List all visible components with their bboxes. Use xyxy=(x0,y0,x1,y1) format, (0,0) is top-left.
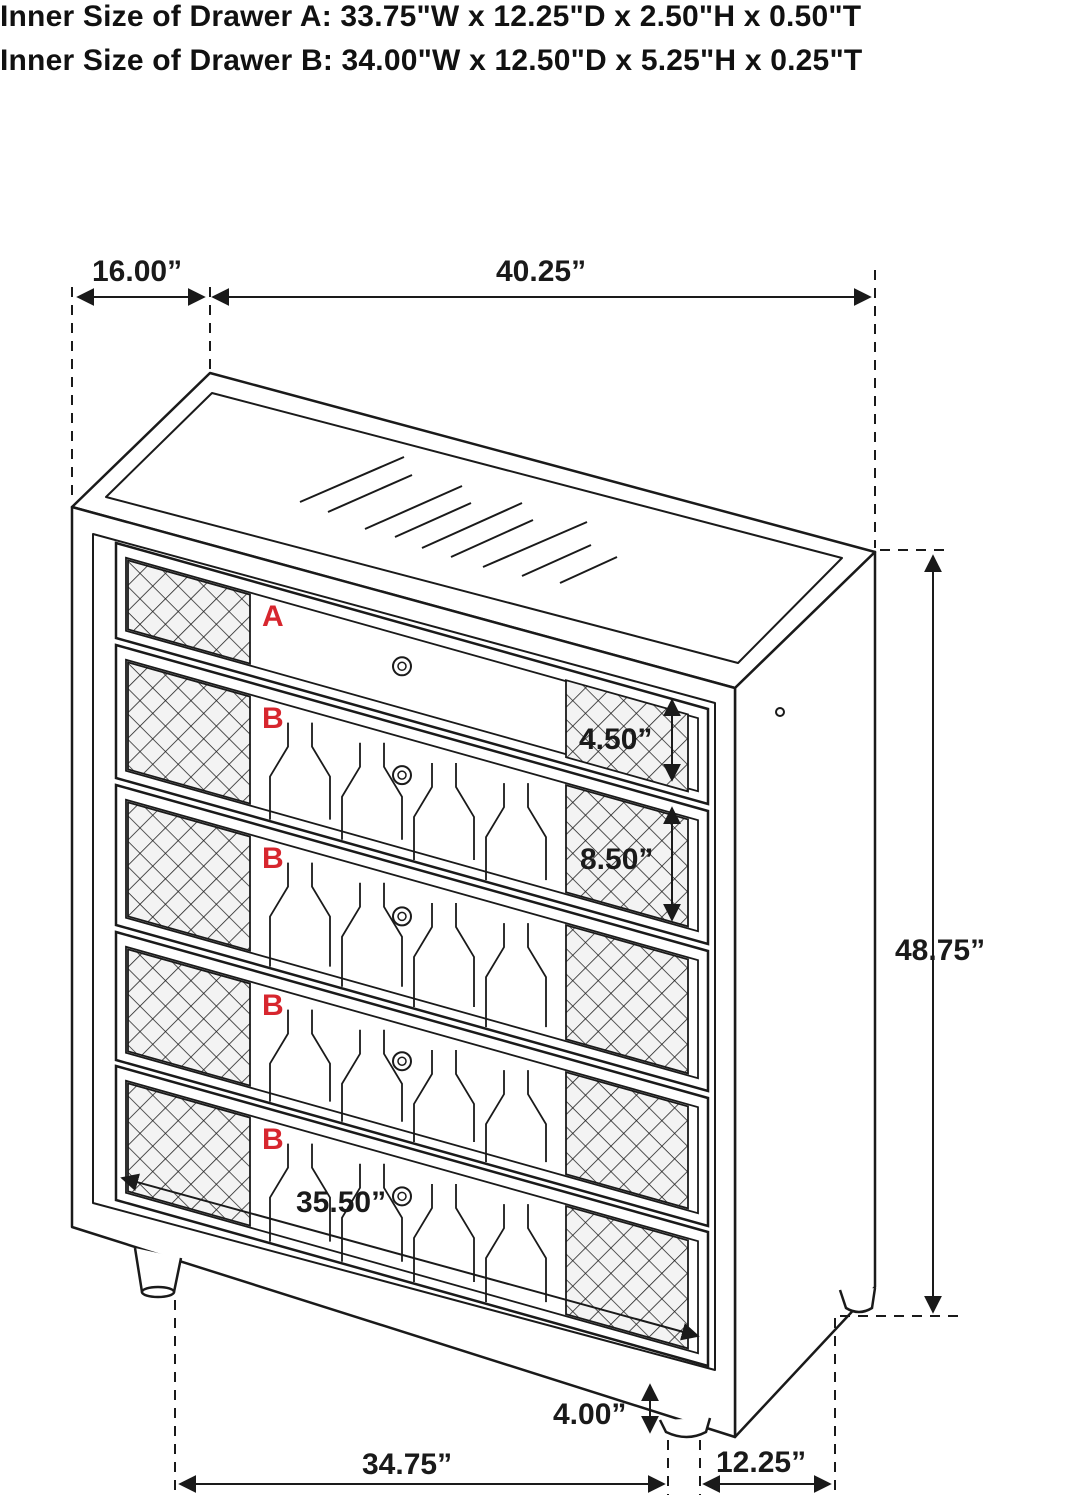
drawer-letter-label: B xyxy=(262,842,284,875)
lattice-panel-right xyxy=(565,783,689,928)
leg-front-right xyxy=(658,1417,712,1439)
front-inner-frame xyxy=(92,533,716,1371)
height-total-label: 48.75” xyxy=(895,934,985,967)
drawer-width-label: 35.50” xyxy=(296,1186,386,1219)
lattice-panel-right xyxy=(565,678,689,793)
drawer-knob-icon[interactable] xyxy=(392,906,412,927)
arch-pattern xyxy=(269,862,547,1028)
lattice-panel-left xyxy=(127,661,251,805)
glass-top-inset xyxy=(105,392,843,664)
drawer-a-height-label: 4.50” xyxy=(579,723,652,756)
drawer-knob-icon[interactable] xyxy=(392,656,412,677)
arch-pattern xyxy=(269,722,547,881)
drawer-knob-icon[interactable] xyxy=(392,1186,412,1207)
depth-top-label: 16.00” xyxy=(92,255,182,288)
leg-height-label: 4.00” xyxy=(553,1398,626,1431)
drawer-letter-label: B xyxy=(262,702,284,735)
leg-back-right xyxy=(838,1287,877,1314)
lattice-panel-left xyxy=(127,948,251,1087)
lattice-panel-left xyxy=(127,801,251,952)
width-top-label: 40.25” xyxy=(496,255,586,288)
lattice-panel-right xyxy=(565,923,689,1075)
drawer-a-1[interactable]: A xyxy=(114,541,710,806)
arrow-drawer-width xyxy=(120,1173,700,1341)
drawer-b-spec: Inner Size of Drawer B: 34.00"W x 12.50"… xyxy=(0,44,863,77)
lattice-panel-left xyxy=(127,559,251,665)
base-width-label: 34.75” xyxy=(362,1448,452,1481)
drawer-letter-label: B xyxy=(262,1123,284,1156)
base-depth-label: 12.25” xyxy=(716,1446,806,1479)
arch-pattern xyxy=(269,1009,547,1163)
drawer-knob-icon[interactable] xyxy=(392,765,412,786)
drawer-a-spec: Inner Size of Drawer A: 33.75"W x 12.25"… xyxy=(0,0,862,33)
glass-reflection-lines xyxy=(299,456,618,584)
drawer-b-2[interactable]: B xyxy=(114,643,710,946)
side-knob-icon xyxy=(775,707,785,717)
drawer-knob-icon[interactable] xyxy=(392,1051,412,1072)
drawer-b-height-label: 8.50” xyxy=(580,843,653,876)
drawer-letter-label: B xyxy=(262,989,284,1022)
drawer-letter-label: A xyxy=(262,600,284,633)
drawer-b-3[interactable]: B xyxy=(114,783,710,1093)
